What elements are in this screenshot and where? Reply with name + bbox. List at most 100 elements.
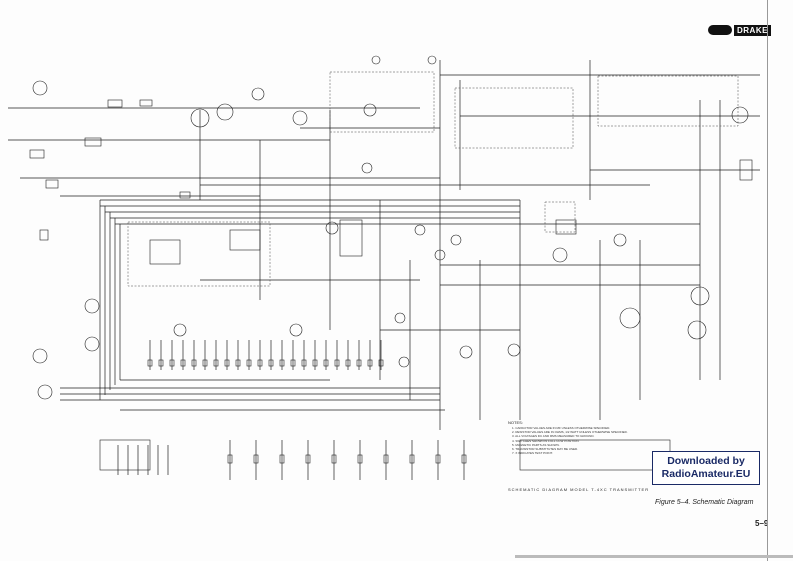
ladder-component: [224, 359, 230, 367]
note-line: 7. X INDICATES TEST POINT.: [512, 451, 553, 456]
switch-wafer: [84, 336, 100, 352]
download-watermark: Downloaded by RadioAmateur.EU: [652, 451, 760, 485]
dashed-module-box: [329, 71, 435, 133]
switch-wafer: [613, 233, 627, 247]
component-box: [107, 99, 123, 108]
ladder-component: [246, 359, 252, 367]
vacuum-tube: [216, 103, 234, 121]
ladder-component: [213, 359, 219, 367]
ladder-component: [378, 359, 384, 367]
switch-wafer: [251, 87, 265, 101]
component-box: [139, 99, 153, 107]
watermark-line-1: Downloaded by: [667, 455, 745, 467]
note-line: 4. SWITCHES SHOWN IN FULL CCW POSITION.: [512, 438, 580, 443]
component-box: [39, 229, 49, 241]
ladder-component: [257, 359, 263, 367]
component-box: [45, 179, 59, 189]
switch-wafer: [32, 80, 48, 96]
notes-heading: NOTES:: [508, 420, 523, 425]
note-line: 6. TRANSISTOR SUBSTITUTES MAY BE USED.: [512, 447, 578, 451]
switch-wafer: [37, 384, 53, 400]
component-box: [179, 191, 191, 199]
component-box: [149, 239, 181, 265]
switch-wafer: [414, 224, 426, 236]
lower-component: [461, 454, 467, 464]
switch-wafer: [427, 55, 437, 65]
switch-wafer: [173, 323, 187, 337]
dashed-module-box: [454, 87, 574, 149]
switch-wafer: [434, 249, 446, 261]
lower-component: [331, 454, 337, 464]
switch-wafer: [325, 221, 339, 235]
switch-wafer: [32, 348, 48, 364]
lower-component: [253, 454, 259, 464]
vacuum-tube: [190, 108, 210, 128]
switch-wafer: [84, 298, 100, 314]
ladder-component: [191, 359, 197, 367]
switch-wafer: [394, 312, 406, 324]
component-box: [84, 137, 102, 147]
ladder-component: [367, 359, 373, 367]
component-box: [29, 149, 45, 159]
component-box: [555, 219, 577, 235]
switch-wafer: [289, 323, 303, 337]
drake-oval-emblem: [708, 25, 732, 35]
vacuum-tube: [687, 320, 707, 340]
lower-component: [383, 454, 389, 464]
switch-wafer: [363, 103, 377, 117]
page-number: 5–9: [755, 519, 769, 528]
vacuum-tube: [619, 307, 641, 329]
brand-name: DRAKE: [734, 24, 771, 36]
note-line: 3. ALL VOLTAGES DC AND RMS MEASURED TO G…: [512, 434, 595, 439]
dashed-module-box: [597, 75, 739, 127]
ladder-component: [323, 359, 329, 367]
component-box: [739, 159, 753, 181]
lower-component: [279, 454, 285, 464]
lower-component: [409, 454, 415, 464]
switch-wafer: [371, 55, 381, 65]
note-line: 1. CAPACITOR VALUES ARE IN MF UNLESS OTH…: [512, 426, 611, 430]
ladder-component: [301, 359, 307, 367]
ladder-component: [235, 359, 241, 367]
ladder-component: [268, 359, 274, 367]
switch-wafer: [507, 343, 521, 357]
component-box: [339, 219, 363, 257]
lower-component: [227, 454, 233, 464]
page-bottom-edge: [515, 555, 793, 558]
note-line: 2. RESISTOR VALUES ARE IN OHMS, 1/2 WATT…: [512, 430, 628, 435]
ladder-component: [202, 359, 208, 367]
switch-wafer: [361, 162, 373, 174]
ladder-component: [279, 359, 285, 367]
ladder-component: [334, 359, 340, 367]
ladder-component: [169, 359, 175, 367]
ladder-component: [345, 359, 351, 367]
note-line: 5. MAGNETIC PARTS AS SHOWN.: [512, 442, 560, 447]
drake-logo: DRAKE: [708, 24, 771, 36]
ladder-component: [158, 359, 164, 367]
schematic-title: SCHEMATIC DIAGRAM MODEL T-4XC TRANSMITTE…: [508, 487, 650, 492]
ladder-component: [147, 359, 153, 367]
switch-wafer: [450, 234, 462, 246]
figure-caption: Figure 5–4. Schematic Diagram: [655, 499, 754, 506]
vacuum-tube: [292, 110, 308, 126]
watermark-line-2: RadioAmateur.EU: [661, 468, 751, 480]
vacuum-tube: [552, 247, 568, 263]
ladder-component: [356, 359, 362, 367]
lower-component: [305, 454, 311, 464]
ladder-component: [180, 359, 186, 367]
switch-wafer: [731, 106, 749, 124]
component-box: [99, 439, 151, 471]
ladder-component: [312, 359, 318, 367]
vacuum-tube: [690, 286, 710, 306]
ladder-component: [290, 359, 296, 367]
lower-component: [435, 454, 441, 464]
page-spine-line: [767, 0, 768, 561]
dashed-subassembly: [127, 221, 271, 287]
lower-component: [357, 454, 363, 464]
switch-wafer: [459, 345, 473, 359]
switch-wafer: [398, 356, 410, 368]
component-box: [229, 229, 261, 251]
dashed-module-box: [544, 201, 576, 233]
